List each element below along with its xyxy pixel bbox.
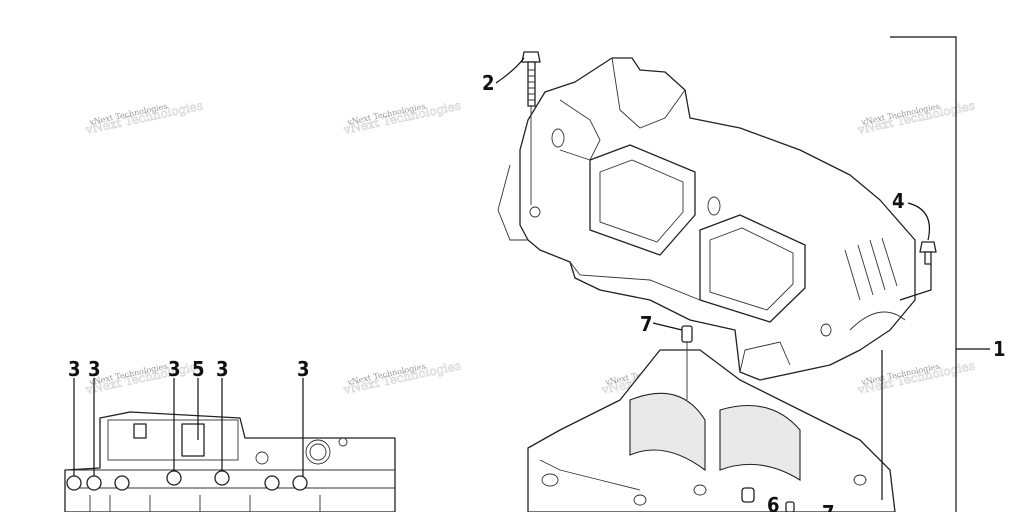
bolt-4	[919, 241, 937, 265]
lower-crankcase-half	[527, 349, 896, 512]
callout-1: 1	[993, 337, 1006, 361]
callout-3: 3	[216, 357, 229, 381]
callout-5: 5	[192, 357, 205, 381]
callout-3: 3	[68, 357, 81, 381]
callout-2: 2	[482, 71, 495, 95]
callout-3: 3	[168, 357, 181, 381]
callout-4: 4	[892, 189, 905, 213]
crankcase-side-view	[64, 411, 396, 512]
bolt-2	[521, 51, 541, 205]
assembly-bracket	[890, 36, 990, 512]
callout-6: 6	[767, 493, 780, 512]
bolt-holes-row	[66, 470, 308, 491]
dowel-7	[681, 325, 693, 400]
leader-lines	[73, 57, 932, 500]
callout-labels: 1 2 3 3 3 3 3 4 5 6 7 7	[68, 71, 1006, 512]
callout-7: 7	[822, 501, 835, 512]
part-6	[785, 501, 795, 512]
upper-crankcase-half	[497, 57, 916, 381]
callout-7: 7	[640, 312, 653, 336]
callout-3: 3	[297, 357, 310, 381]
callout-3: 3	[88, 357, 101, 381]
